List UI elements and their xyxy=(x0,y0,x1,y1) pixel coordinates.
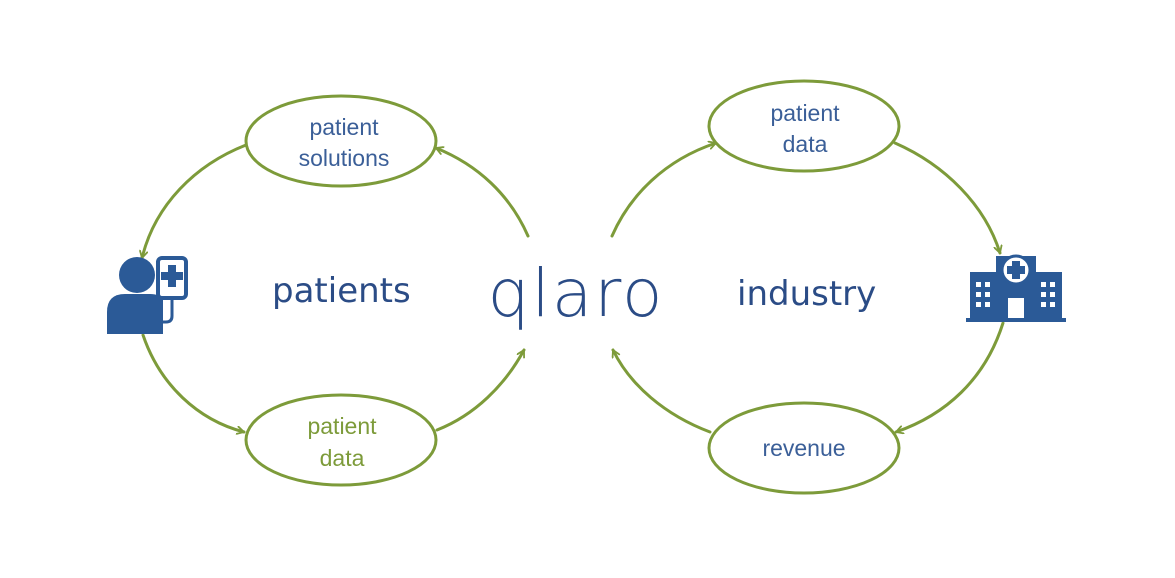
arc-hospital-to-revenue xyxy=(894,321,1005,432)
arc-qlaro-to-solutions xyxy=(434,148,530,238)
arc-qlaro-to-industry-data xyxy=(610,143,718,238)
node-patient-data-left-line2: data xyxy=(320,445,365,471)
arc-revenue-to-qlaro xyxy=(611,348,712,434)
arc-industry-data-to-hospital xyxy=(893,141,1000,255)
node-patient-data-left-line1: patient xyxy=(307,413,377,439)
node-patient-data-left: patient data xyxy=(244,393,438,487)
node-revenue: revenue xyxy=(707,401,901,495)
arc-data-to-qlaro xyxy=(435,348,526,432)
industry-label: industry xyxy=(737,274,876,314)
node-revenue-label: revenue xyxy=(762,435,845,461)
hospital-building-icon xyxy=(966,254,1066,322)
node-patient-solutions-line1: patient xyxy=(309,114,379,140)
patients-label: patients xyxy=(272,271,411,311)
node-patient-data-right-line2: data xyxy=(783,131,828,157)
node-patient-solutions-line2: solutions xyxy=(299,145,390,171)
qlaro-logo: qlaro xyxy=(488,255,665,332)
arc-patient-to-data xyxy=(141,333,246,432)
patient-iv-drip-icon xyxy=(107,256,188,334)
node-patient-data-right-line1: patient xyxy=(770,100,840,126)
node-patient-data-right: patient data xyxy=(707,79,901,173)
node-patient-solutions: patient solutions xyxy=(244,94,438,188)
arc-solutions-to-patient xyxy=(142,143,248,260)
